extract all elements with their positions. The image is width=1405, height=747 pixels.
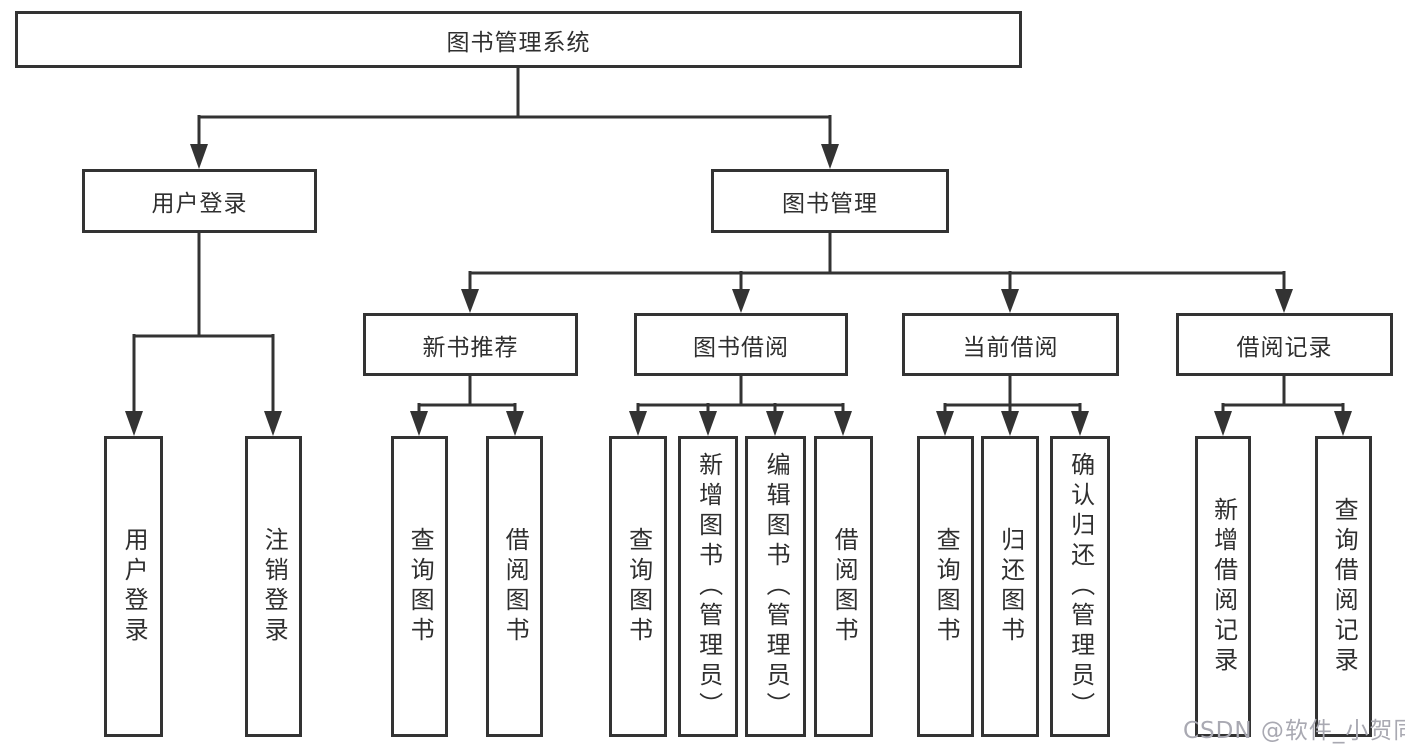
leaf-query-borrow-record-label: 查询借阅记录 (1330, 496, 1359, 677)
arrow-to-leaf-query-2 (629, 411, 647, 436)
arrow-to-leaf-borrow-1 (506, 411, 524, 436)
leaf-return-books: 归还图书 (981, 436, 1039, 737)
connector-user-login-split (132, 233, 275, 412)
arrow-to-book-mgmt (821, 144, 839, 169)
leaf-query-books-recommend: 查询图书 (391, 436, 448, 737)
connector-current-borrow-split (943, 376, 1082, 412)
arrow-to-user-login (190, 144, 208, 169)
leaf-borrow-books-borrowing: 借阅图书 (814, 436, 873, 737)
leaf-logout-label: 注销登录 (260, 526, 289, 647)
leaf-borrow-books-recommend: 借阅图书 (486, 436, 543, 737)
leaf-confirm-return-admin: 确认归还（管理员） (1050, 436, 1110, 737)
leaf-query-books-borrowing: 查询图书 (609, 436, 667, 737)
leaf-query-books-current-label: 查询图书 (932, 526, 961, 647)
arrow-to-leaf-return (1001, 411, 1019, 436)
arrow-to-leaf-add-book (699, 411, 717, 436)
leaf-logout: 注销登录 (245, 436, 302, 737)
leaf-user-login-label: 用户登录 (120, 526, 149, 647)
arrow-to-current-borrow (1001, 289, 1019, 313)
leaf-add-borrow-record: 新增借阅记录 (1195, 436, 1251, 737)
leaf-confirm-return-admin-label: 确认归还（管理员） (1066, 451, 1095, 722)
node-library-system-label: 图书管理系统 (446, 29, 591, 56)
leaf-borrow-books-borrowing-label: 借阅图书 (830, 526, 859, 647)
leaf-edit-book-admin-label: 编辑图书（管理员） (762, 451, 791, 722)
leaf-borrow-books-recommend-label: 借阅图书 (501, 526, 530, 647)
node-user-login-label: 用户登录 (151, 191, 248, 217)
node-user-login: 用户登录 (82, 169, 317, 233)
arrow-to-leaf-query-record (1334, 411, 1352, 436)
arrow-to-leaf-logout (264, 411, 282, 436)
node-current-borrowing-label: 当前借阅 (962, 334, 1059, 361)
node-borrow-records: 借阅记录 (1176, 313, 1393, 376)
node-book-borrowing: 图书借阅 (634, 313, 848, 376)
node-book-borrowing-label: 图书借阅 (693, 334, 789, 361)
leaf-user-login: 用户登录 (104, 436, 163, 737)
connector-book-borrow-split (636, 376, 845, 412)
node-library-system: 图书管理系统 (15, 11, 1022, 68)
leaf-query-books-recommend-label: 查询图书 (406, 526, 435, 647)
node-book-management-label: 图书管理 (782, 191, 878, 217)
arrow-to-leaf-confirm-return (1071, 411, 1089, 436)
leaf-query-borrow-record: 查询借阅记录 (1315, 436, 1372, 737)
arrow-to-borrow-records (1275, 289, 1293, 313)
node-borrow-records-label: 借阅记录 (1236, 334, 1333, 361)
arrow-to-leaf-add-record (1214, 411, 1232, 436)
connector-root-to-level2 (197, 68, 832, 145)
arrow-to-leaf-borrow-2 (834, 411, 852, 436)
node-current-borrowing: 当前借阅 (902, 313, 1119, 376)
arrow-to-leaf-edit-book (766, 411, 784, 436)
leaf-query-books-borrowing-label: 查询图书 (624, 526, 653, 647)
leaf-add-book-admin-label: 新增图书（管理员） (694, 451, 723, 722)
leaf-add-book-admin: 新增图书（管理员） (678, 436, 738, 737)
csdn-watermark: CSDN @软件_小贺同学 (1183, 718, 1405, 744)
leaf-edit-book-admin: 编辑图书（管理员） (745, 436, 806, 737)
arrow-to-book-borrow (732, 289, 750, 313)
arrow-to-new-book (461, 289, 479, 313)
arrow-to-leaf-query-3 (936, 411, 954, 436)
leaf-return-books-label: 归还图书 (996, 526, 1025, 647)
leaf-add-borrow-record-label: 新增借阅记录 (1209, 496, 1238, 677)
arrow-to-leaf-query-1 (410, 411, 428, 436)
arrow-to-leaf-login (125, 411, 143, 436)
connector-book-mgmt-split (468, 233, 1286, 289)
connector-new-book-split (417, 376, 517, 412)
node-book-management: 图书管理 (711, 169, 949, 233)
connector-borrow-records-split (1221, 376, 1345, 412)
arrowheads (125, 144, 1352, 436)
node-new-book-recommend: 新书推荐 (363, 313, 578, 376)
leaf-query-books-current: 查询图书 (917, 436, 974, 737)
node-new-book-recommend-label: 新书推荐 (422, 334, 519, 361)
